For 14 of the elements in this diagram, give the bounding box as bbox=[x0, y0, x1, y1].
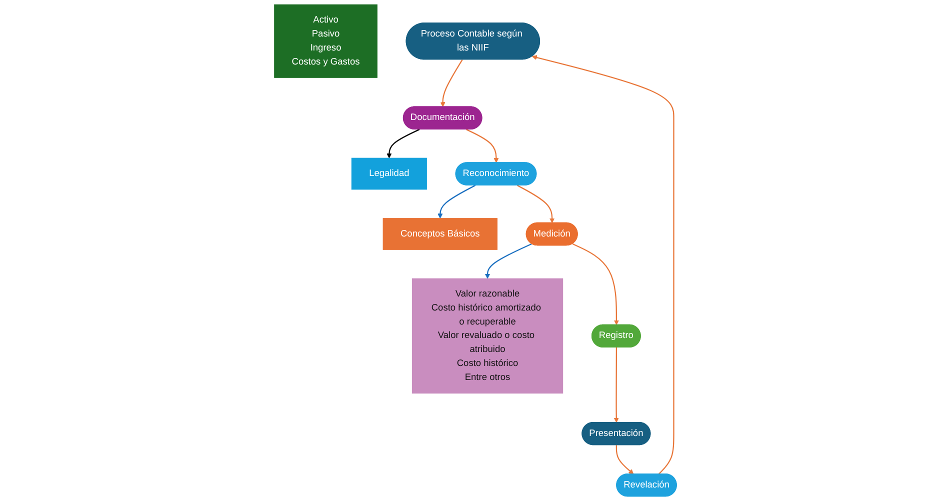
arrow bbox=[616, 445, 634, 474]
arrow bbox=[516, 184, 555, 224]
node-box: Activo Pasivo Ingreso Costos y Gastos bbox=[274, 4, 378, 78]
arrow bbox=[572, 243, 619, 326]
arrow bbox=[440, 59, 463, 108]
arrow bbox=[386, 128, 420, 158]
arrow bbox=[466, 128, 499, 163]
node-box: Legalidad bbox=[351, 158, 427, 190]
arrow bbox=[438, 184, 476, 219]
node-box: Conceptos Básicos bbox=[382, 218, 498, 250]
node-box: Valor razonable Costo histórico amortizado o recuperable Valor revaluado o costo atribuido Costo histórico Entre otros bbox=[412, 278, 564, 394]
arrow bbox=[532, 55, 674, 474]
arrow bbox=[484, 243, 532, 279]
arrow bbox=[614, 348, 619, 423]
